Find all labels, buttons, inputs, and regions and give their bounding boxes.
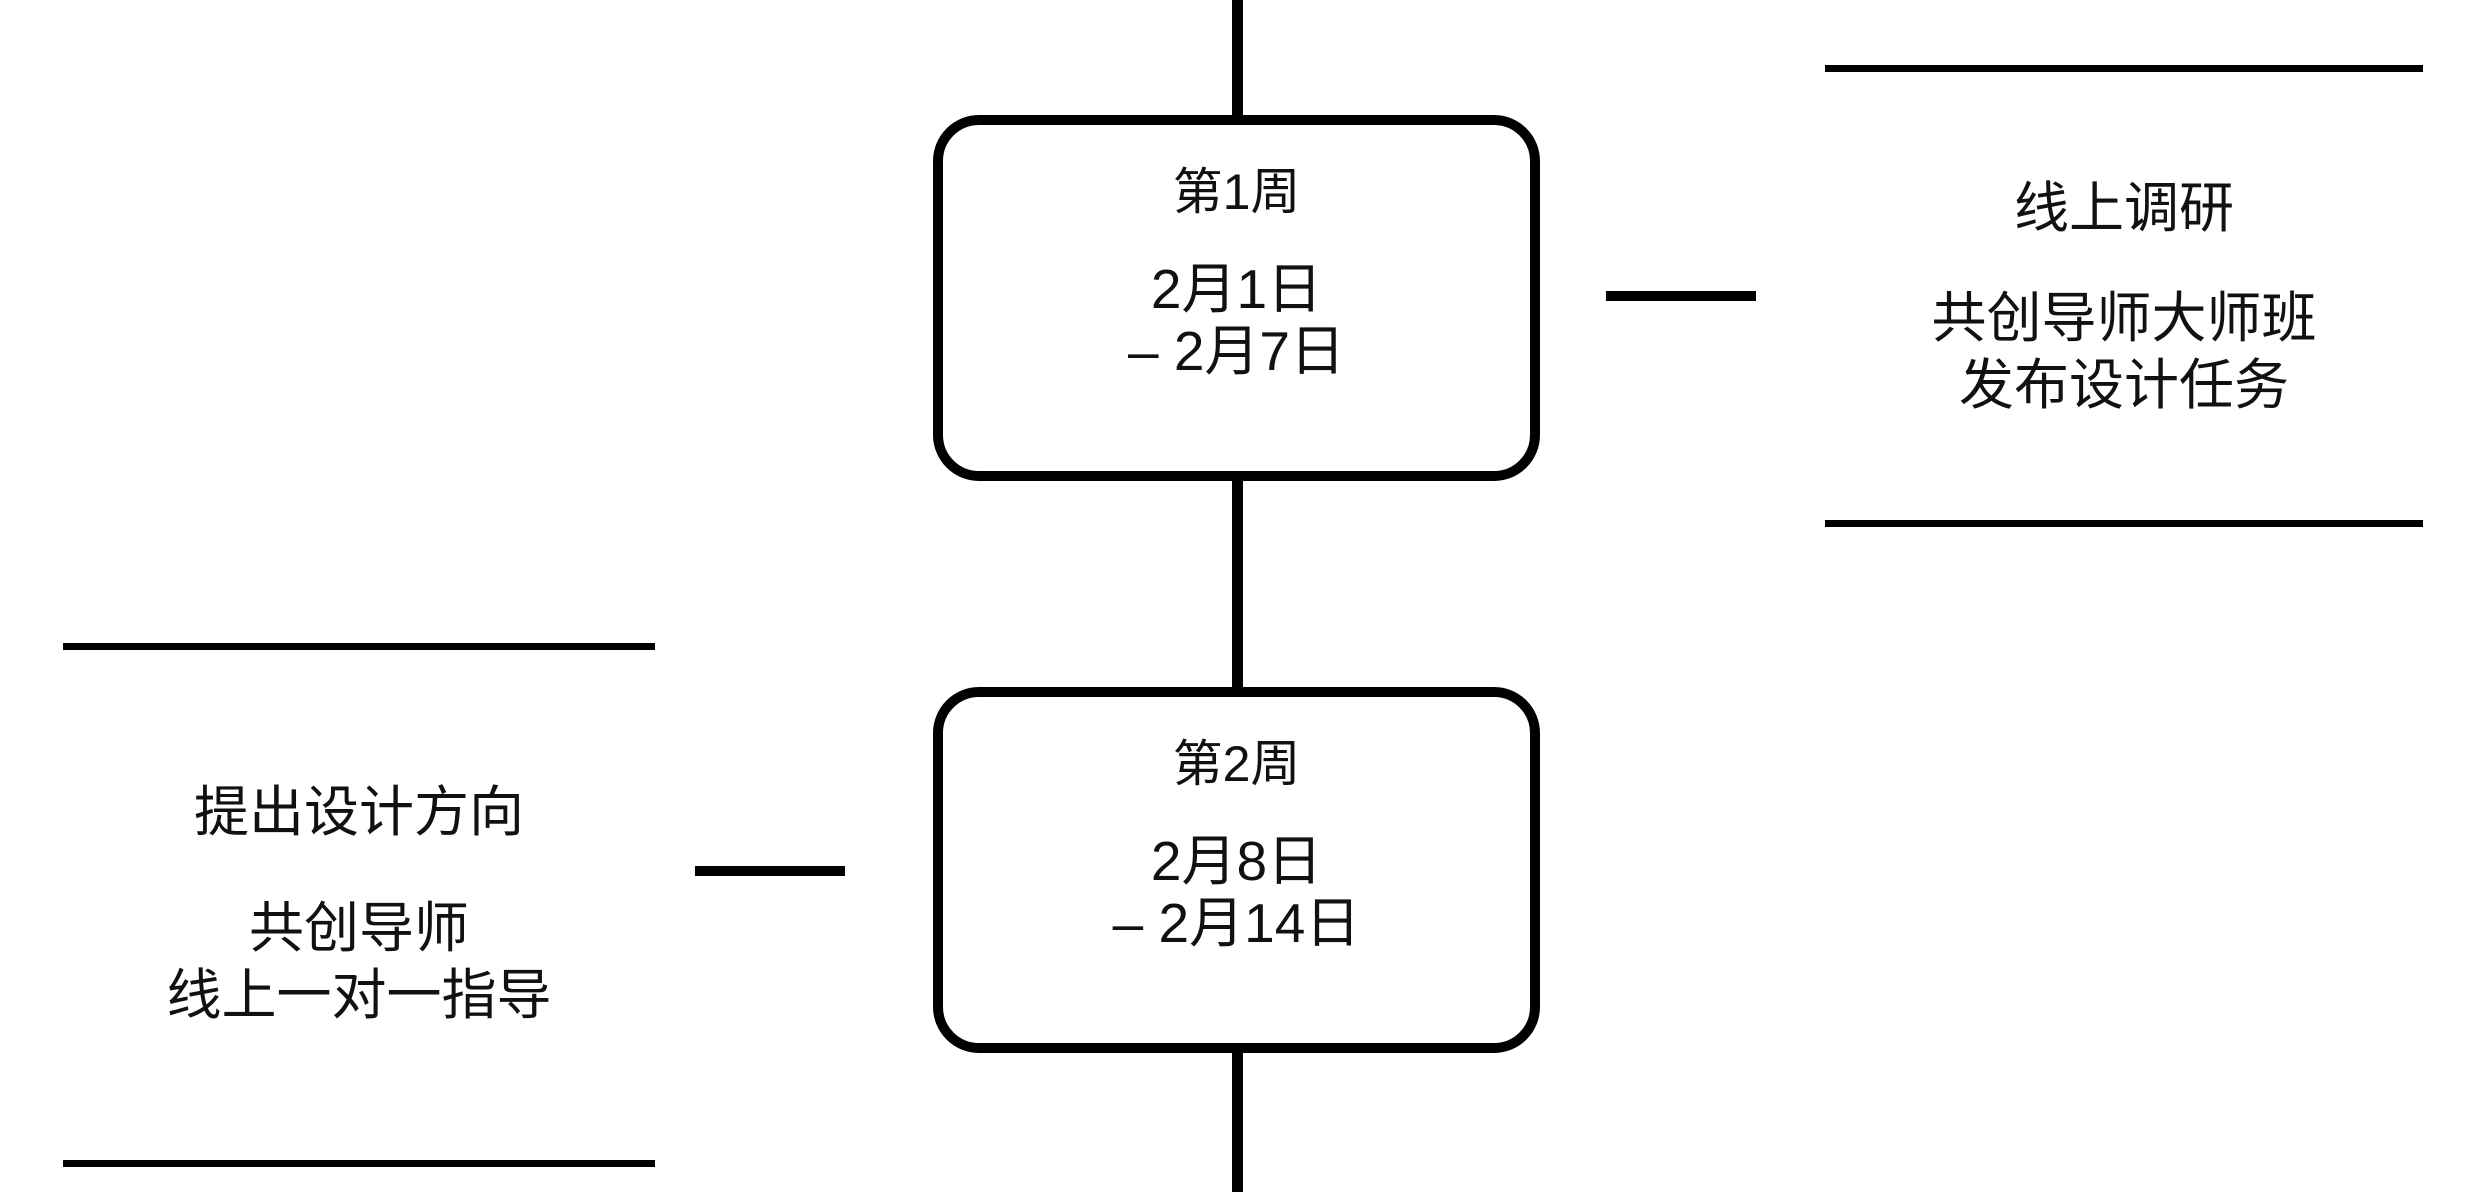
annotation-detail-week-2: 共创导师 线上一对一指导 bbox=[166, 895, 551, 1029]
annotation-week-2: 提出设计方向 共创导师 线上一对一指导 bbox=[63, 643, 655, 1167]
milestone-date-range-week-1: 2月1日 – 2月7日 bbox=[1127, 258, 1346, 382]
milestone-date-range-week-2: 2月8日 – 2月14日 bbox=[1112, 830, 1361, 954]
annotation-heading-week-2: 提出设计方向 bbox=[193, 781, 524, 843]
annotation-detail-line-1-week-2: 共创导师 bbox=[248, 896, 469, 959]
timeline-spine-segment-top bbox=[1232, 0, 1243, 122]
milestone-node-week-2[interactable]: 第2周 2月8日 – 2月14日 bbox=[933, 687, 1540, 1053]
connector-dash-week-1 bbox=[1606, 291, 1756, 301]
annotation-rule-top-week-2 bbox=[63, 643, 655, 650]
connector-dash-week-2 bbox=[695, 866, 845, 876]
milestone-title-week-1: 第1周 bbox=[1172, 164, 1301, 220]
annotation-detail-line-2-week-1: 发布设计任务 bbox=[1958, 353, 2289, 416]
milestone-node-week-1[interactable]: 第1周 2月1日 – 2月7日 bbox=[933, 115, 1540, 481]
annotation-detail-line-1-week-1: 共创导师大师班 bbox=[1931, 286, 2317, 349]
annotation-body-week-2: 提出设计方向 共创导师 线上一对一指导 bbox=[63, 650, 655, 1160]
milestone-date-end-week-2: – 2月14日 bbox=[1112, 891, 1361, 954]
milestone-title-week-2: 第2周 bbox=[1172, 736, 1301, 792]
annotation-week-1: 线上调研 共创导师大师班 发布设计任务 bbox=[1825, 65, 2423, 527]
milestone-date-start-week-1: 2月1日 bbox=[1150, 258, 1323, 320]
annotation-rule-top-week-1 bbox=[1825, 65, 2423, 72]
annotation-detail-week-1: 共创导师大师班 发布设计任务 bbox=[1931, 285, 2316, 419]
timeline-spine-segment-bottom bbox=[1232, 1042, 1243, 1192]
milestone-date-start-week-2: 2月8日 bbox=[1150, 830, 1323, 892]
annotation-detail-line-2-week-2: 线上一对一指导 bbox=[166, 963, 552, 1026]
milestone-date-end-week-1: – 2月7日 bbox=[1127, 319, 1346, 382]
annotation-rule-bottom-week-1 bbox=[1825, 520, 2423, 527]
annotation-body-week-1: 线上调研 共创导师大师班 发布设计任务 bbox=[1825, 72, 2423, 520]
annotation-rule-bottom-week-2 bbox=[63, 1160, 655, 1167]
timeline-spine-segment-middle bbox=[1232, 470, 1243, 697]
annotation-heading-week-1: 线上调研 bbox=[2013, 177, 2234, 239]
